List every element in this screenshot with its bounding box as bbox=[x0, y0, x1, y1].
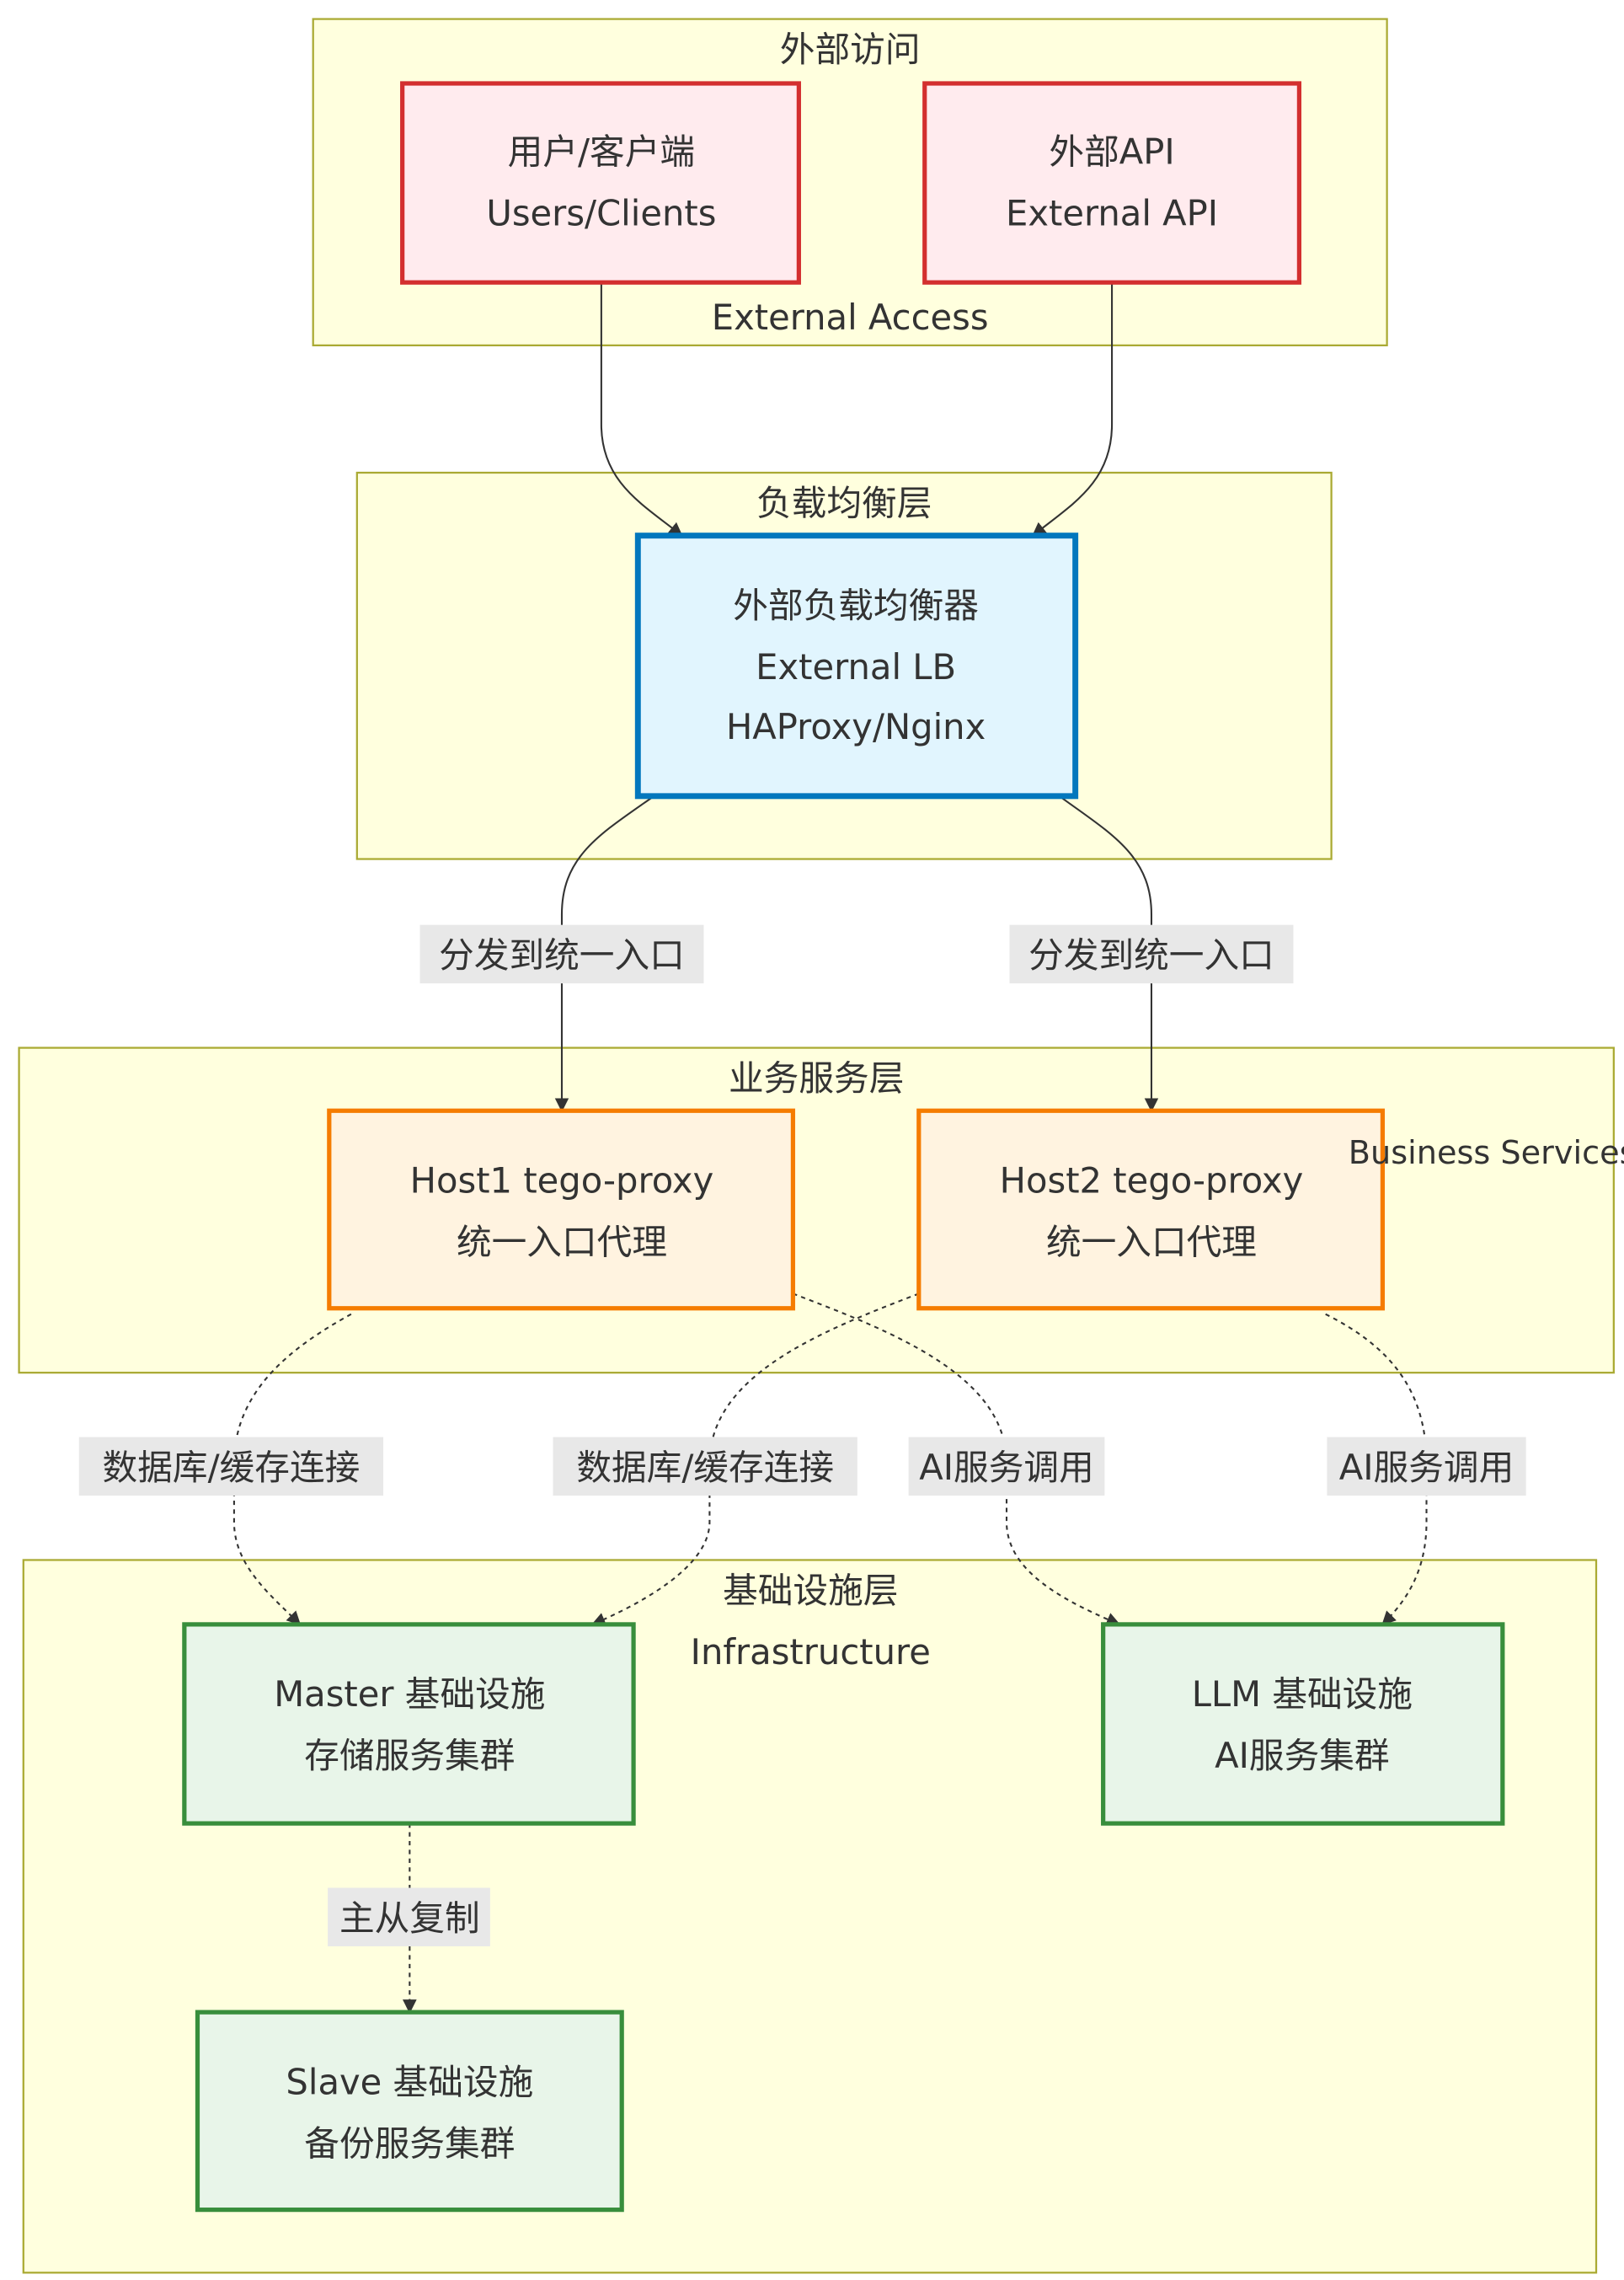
edge-label-host2-llm: AI服务调用 bbox=[1327, 1437, 1526, 1496]
node-slave-box bbox=[195, 2010, 624, 2213]
svg-text:AI服务集群: AI服务集群 bbox=[1215, 1735, 1390, 1776]
edge-api-lb bbox=[1031, 282, 1114, 537]
node-host2-box bbox=[916, 1108, 1386, 1311]
node-master-box bbox=[182, 1622, 636, 1826]
edge-users-lb bbox=[600, 282, 683, 537]
subgraph-business-title: 业务服务层 bbox=[729, 1057, 904, 1099]
node-external-api[interactable]: 外部API External API bbox=[922, 81, 1302, 285]
subgraph-external-title: 外部访问 bbox=[780, 29, 921, 70]
svg-text:External API: External API bbox=[1006, 192, 1218, 233]
svg-text:Master 基础设施: Master 基础设施 bbox=[274, 1673, 545, 1715]
edge-label-host1-llm: AI服务调用 bbox=[908, 1437, 1105, 1496]
svg-text:外部API: 外部API bbox=[1049, 131, 1174, 173]
edge-label-lb-host2: 分发到统一入口 bbox=[1009, 924, 1294, 984]
svg-text:分发到统一入口: 分发到统一入口 bbox=[439, 934, 685, 976]
svg-text:用户/客户端: 用户/客户端 bbox=[508, 131, 695, 173]
svg-text:External LB: External LB bbox=[756, 646, 956, 688]
node-external-lb[interactable]: 外部负载均衡器 External LB HAProxy/Nginx bbox=[634, 533, 1079, 800]
svg-text:外部负载均衡器: 外部负载均衡器 bbox=[733, 585, 979, 626]
node-external-lb-box bbox=[634, 533, 1079, 800]
node-master-infra[interactable]: Master 基础设施 存储服务集群 bbox=[182, 1622, 636, 1826]
subgraph-external-subtitle: External Access bbox=[712, 297, 989, 338]
node-external-api-box bbox=[922, 81, 1302, 285]
svg-text:备份服务集群: 备份服务集群 bbox=[304, 2122, 515, 2164]
node-slave-infra[interactable]: Slave 基础设施 备份服务集群 bbox=[195, 2010, 624, 2213]
node-host1-proxy[interactable]: Host1 tego-proxy 统一入口代理 bbox=[327, 1108, 796, 1311]
subgraph-lb-title: 负载均衡层 bbox=[756, 482, 932, 523]
node-users-clients[interactable]: 用户/客户端 Users/Clients bbox=[400, 81, 801, 285]
node-llm-infra[interactable]: LLM 基础设施 AI服务集群 bbox=[1101, 1622, 1505, 1826]
svg-text:AI服务调用: AI服务调用 bbox=[919, 1447, 1094, 1488]
svg-text:数据库/缓存连接: 数据库/缓存连接 bbox=[103, 1447, 361, 1488]
subgraph-infra-subtitle: Infrastructure bbox=[691, 1631, 931, 1673]
svg-text:Slave 基础设施: Slave 基础设施 bbox=[286, 2061, 533, 2102]
edge-label-master-slave: 主从复制 bbox=[328, 1887, 490, 1946]
node-host2-proxy[interactable]: Host2 tego-proxy 统一入口代理 bbox=[916, 1108, 1386, 1311]
svg-text:Users/Clients: Users/Clients bbox=[486, 192, 716, 233]
edge-label-host1-master: 数据库/缓存连接 bbox=[78, 1437, 384, 1496]
svg-text:主从复制: 主从复制 bbox=[339, 1897, 480, 1939]
svg-text:HAProxy/Nginx: HAProxy/Nginx bbox=[726, 706, 986, 747]
node-host1-box bbox=[327, 1108, 796, 1311]
node-users-box bbox=[400, 81, 801, 285]
subgraph-business-subtitle: Business Services bbox=[1349, 1135, 1624, 1172]
svg-text:统一入口代理: 统一入口代理 bbox=[457, 1221, 667, 1262]
edge-lb-host2 bbox=[1058, 795, 1159, 1112]
svg-text:存储服务集群: 存储服务集群 bbox=[304, 1735, 515, 1776]
subgraph-infra-title: 基础设施层 bbox=[723, 1570, 898, 1611]
svg-text:Host1 tego-proxy: Host1 tego-proxy bbox=[410, 1160, 714, 1202]
edge-label-lb-host1: 分发到统一入口 bbox=[419, 924, 704, 984]
svg-text:分发到统一入口: 分发到统一入口 bbox=[1028, 934, 1274, 976]
edge-label-host2-master: 数据库/缓存连接 bbox=[553, 1437, 857, 1496]
svg-text:Host2 tego-proxy: Host2 tego-proxy bbox=[1000, 1160, 1304, 1202]
node-llm-box bbox=[1101, 1622, 1505, 1826]
svg-text:统一入口代理: 统一入口代理 bbox=[1046, 1221, 1257, 1262]
edge-lb-host1 bbox=[554, 795, 655, 1112]
svg-text:LLM 基础设施: LLM 基础设施 bbox=[1192, 1673, 1413, 1715]
svg-text:AI服务调用: AI服务调用 bbox=[1339, 1447, 1514, 1488]
svg-text:数据库/缓存连接: 数据库/缓存连接 bbox=[576, 1447, 834, 1488]
